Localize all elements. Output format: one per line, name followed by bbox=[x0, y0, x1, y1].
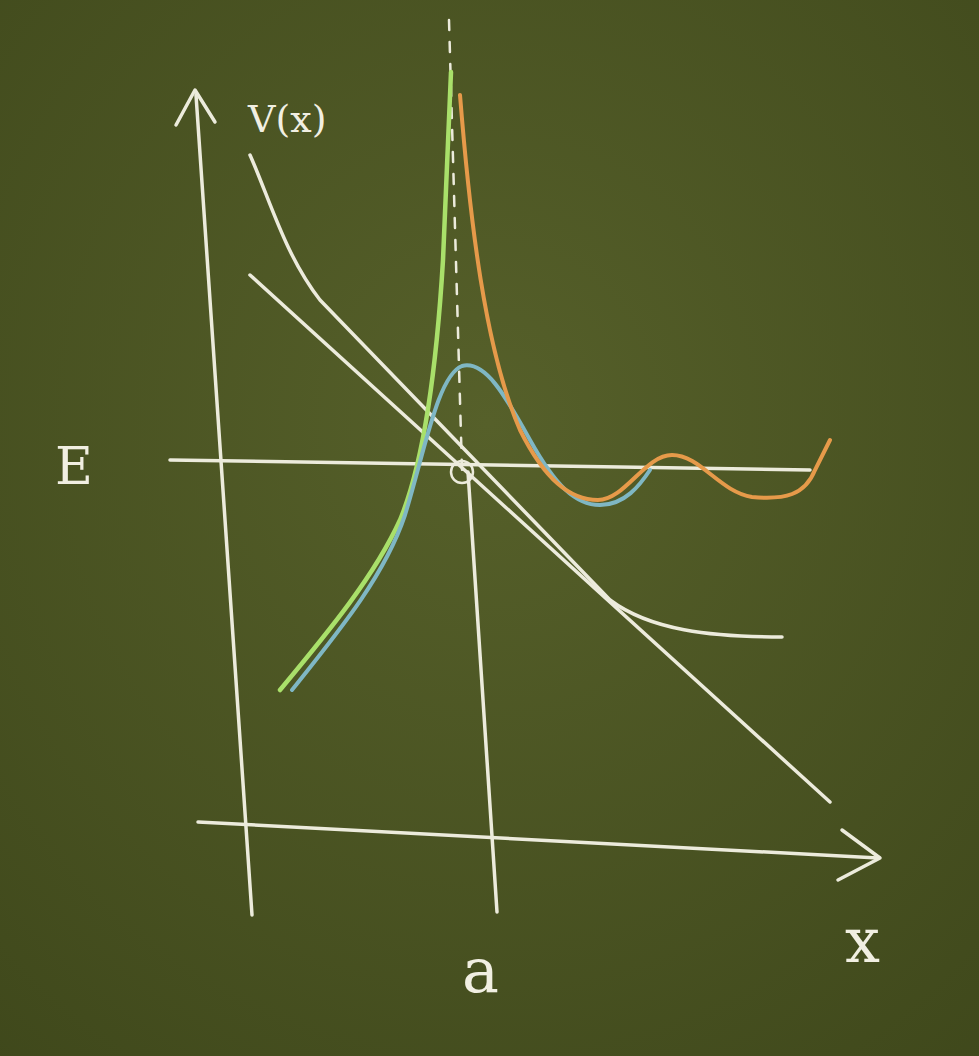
energy-line bbox=[170, 460, 810, 470]
axis-label: V(x) bbox=[248, 100, 327, 138]
y-axis-arrow bbox=[176, 90, 215, 125]
axis-label: x bbox=[845, 910, 880, 972]
energy-label: E bbox=[55, 440, 93, 492]
position-label: a bbox=[462, 940, 499, 1002]
turning-point-line bbox=[468, 472, 497, 912]
potential-curve bbox=[250, 155, 782, 637]
green-wavefunction bbox=[280, 72, 451, 690]
blue-wavefunction bbox=[292, 365, 650, 690]
turning-point-circle bbox=[451, 461, 473, 483]
x-axis-arrow bbox=[838, 830, 880, 880]
linear-potential bbox=[250, 275, 830, 802]
x-axis bbox=[198, 822, 878, 858]
y-axis bbox=[196, 95, 252, 915]
orange-wavefunction bbox=[460, 95, 830, 500]
